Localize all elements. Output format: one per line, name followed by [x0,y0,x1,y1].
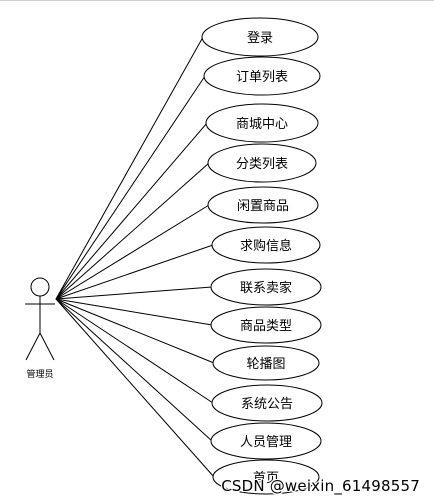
use-case-label: 商城中心 [236,117,288,132]
use-case-ellipse [207,186,319,224]
use-case-ellipse [211,226,321,264]
actor-label: 管理员 [26,368,53,380]
association-line [55,286,213,300]
association-line [55,298,215,364]
use-case-label: 商品类型 [240,319,292,334]
association-lines [55,36,215,478]
association-line [55,204,210,300]
association-line [55,36,204,300]
use-case-ellipse [201,17,319,57]
association-line [55,298,215,478]
actor-admin: 管理员 [25,277,55,380]
association-line [55,298,214,404]
use-case-ellipse [203,56,321,96]
association-line [55,162,210,300]
use-case-label: 求购信息 [240,238,292,254]
use-case-label: 首页 [253,471,279,486]
watermark: CSDN @weixin_61498557 [221,477,420,495]
use-case-label: 分类列表 [236,157,288,172]
use-case-ellipse [212,345,320,381]
use-case-ellipse [211,384,323,422]
use-case-label: 订单列表 [236,70,288,85]
actor-right-leg [39,332,55,361]
association-line [55,75,206,300]
use-case-label: 人员管理 [240,435,292,450]
use-case-group: 登录订单列表商城中心分类列表闲置商品求购信息联系卖家商品类型轮播图系统公告人员管… [201,17,323,495]
use-case-label: 登录 [247,31,273,46]
association-line [55,122,208,300]
actor-left-leg [25,332,41,361]
association-line [55,298,213,442]
association-line [55,298,213,326]
use-case-ellipse [210,268,322,306]
use-case-label: 闲置商品 [237,199,289,214]
use-case-ellipse [207,143,317,183]
use-case-label: 轮播图 [246,357,285,372]
use-case-ellipse [205,103,319,143]
use-case-ellipse [212,459,320,495]
use-case-ellipse [210,306,322,344]
use-case-label: 系统公告 [241,397,293,412]
use-case-label: 联系卖家 [240,280,292,296]
association-line [55,244,214,300]
use-case-ellipse [210,422,322,460]
actor-head [30,277,50,297]
